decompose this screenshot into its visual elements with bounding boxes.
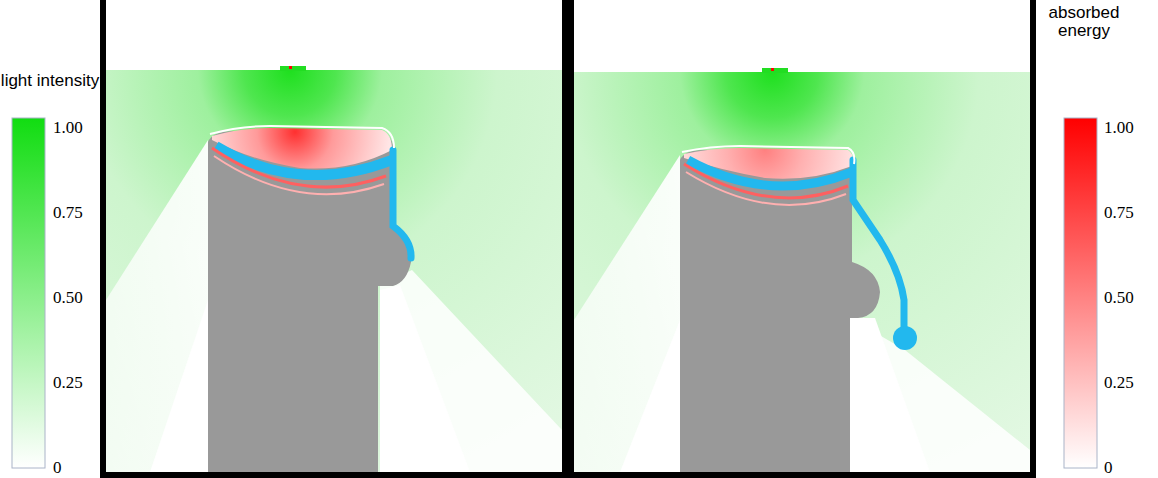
colorbar-title: light intensity: [0, 72, 100, 90]
energy-colorbar: [1064, 118, 1097, 468]
tick-label: 0.75: [53, 204, 83, 222]
tick-label: 0.50: [53, 289, 83, 307]
colorbar-title: absorbed energy: [1034, 4, 1134, 40]
tick-label: 0.75: [1104, 204, 1134, 222]
panel-after: [568, 0, 1036, 478]
tick-label: 0: [53, 459, 62, 477]
panel-before: [100, 0, 568, 478]
tick-label: 0.25: [1104, 374, 1134, 392]
tick-label: 0.25: [53, 374, 83, 392]
tick-label: 1.00: [1104, 119, 1134, 137]
tick-label: 0: [1104, 459, 1113, 477]
intensity-colorbar: [12, 118, 45, 468]
tick-label: 0.50: [1104, 289, 1134, 307]
tick-label: 1.00: [53, 119, 83, 137]
